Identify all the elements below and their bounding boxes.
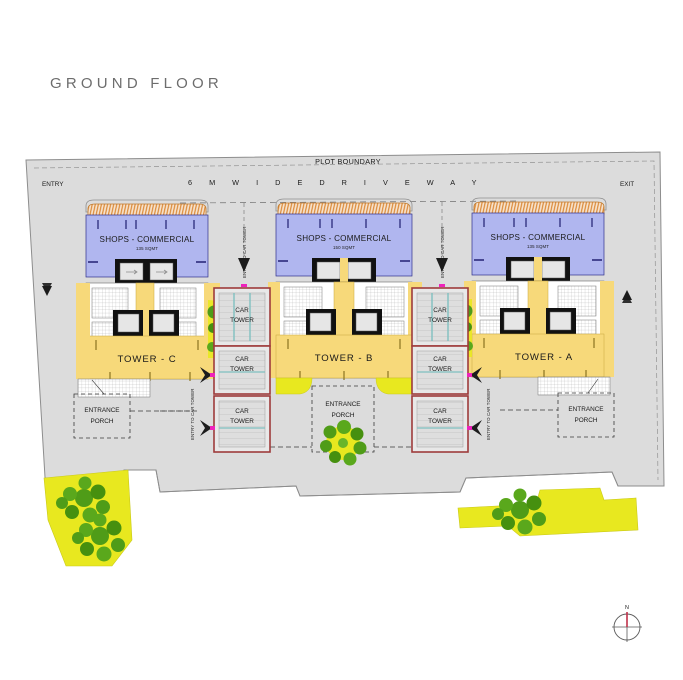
arrow-right-icon-lower-left-1 (200, 367, 212, 383)
magenta-marker-lower-left-2 (210, 426, 215, 430)
magenta-marker-top-left (241, 284, 247, 287)
block-b: SHOPS - COMMERCIAL 150 SQMT (268, 198, 422, 466)
arrow-left-icon-lower-right-2 (470, 420, 482, 436)
tree-cluster-br-1 (492, 488, 546, 535)
entry-to-car-tower-lower-right: ENTRY TO CAR TOWER (467, 367, 491, 440)
tree-cluster-bl-1 (56, 476, 110, 523)
shops-label-b: SHOPS - COMMERCIAL (297, 234, 392, 243)
tower-ground-a (471, 333, 605, 378)
center-porch-label-1: ENTRANCE (325, 401, 360, 408)
shops-label-a: SHOPS - COMMERCIAL (491, 233, 586, 242)
entry-car-tower-label-lower-right: ENTRY TO CAR TOWER (486, 388, 491, 440)
landscape-bottom-right (457, 487, 639, 537)
entry-car-tower-label-top-right: ENTRY TO CAR TOWER (440, 226, 445, 278)
lift-core-lower-c (113, 310, 179, 336)
car-tower-left-1-label-1: CAR (235, 307, 249, 314)
entry-to-car-tower-lower-left: ENTRY TO CAR TOWER (160, 367, 215, 440)
lift-core-b (312, 258, 376, 282)
porch-skirt-b-right (375, 377, 413, 395)
car-tower-right-3-label-2: TOWER (428, 418, 452, 425)
tree-cluster-bl-2 (72, 513, 125, 562)
porch-label-c-1: ENTRANCE (84, 407, 119, 414)
tower-label-c: TOWER - C (117, 354, 176, 365)
entry-label: ENTRY (42, 181, 64, 188)
entry-car-tower-label-top-left: ENTRY TO CAR TOWER (242, 226, 247, 278)
entrance-porch-a: ENTRANCE PORCH (500, 378, 615, 438)
center-porch-label-2: PORCH (331, 412, 354, 419)
canopy-hatch-c (87, 203, 207, 217)
shopfront-mullions-c (97, 220, 195, 229)
canopy-hatch-b (277, 202, 411, 216)
compass-rose: N (612, 605, 642, 642)
car-tower-right-2-label-1: CAR (433, 356, 447, 363)
car-tower-left-2-label-1: CAR (235, 356, 249, 363)
entry-to-car-tower-top-left: ENTRY TO CAR TOWER (238, 203, 250, 287)
compass-north-label: N (625, 605, 629, 611)
landscape-tree-center (320, 420, 367, 466)
tower-ground-b (275, 334, 413, 379)
magenta-marker-lower-left-1 (210, 373, 215, 377)
car-tower-right-2-label-2: TOWER (428, 366, 452, 373)
plot-boundary-label: PLOT BOUNDARY (315, 157, 381, 166)
car-tower-left-3-label-1: CAR (235, 408, 249, 415)
magenta-marker-lower-right-2 (467, 426, 472, 430)
entrance-porch-center: ENTRANCE PORCH (270, 385, 420, 453)
arrow-down-icon-top-left (238, 258, 250, 272)
landscape-bottom-left (43, 469, 133, 567)
car-tower-stack-left: CAR TOWER CAR TOWER CAR TOWER (213, 287, 271, 453)
tower-label-a: TOWER - A (515, 352, 573, 363)
page-title: GROUND FLOOR (50, 75, 223, 92)
driveway-text-band: PLOT BOUNDARY ENTRY EXIT 6 M W I D E D R… (42, 157, 634, 204)
shops-area-label-c: 135 SQMT (136, 246, 158, 251)
driveway-label: 6 M W I D E D R I V E W A Y (188, 178, 484, 187)
shops-label-c: SHOPS - COMMERCIAL (100, 235, 195, 244)
lift-core-lower-b (306, 309, 382, 335)
tower-label-b: TOWER - B (315, 353, 374, 364)
direction-arrows (42, 283, 632, 303)
shops-area-label-b: 150 SQMT (333, 245, 355, 250)
shops-area-label-a: 135 SQMT (527, 244, 549, 249)
chevron-up-icon-right-2 (622, 294, 632, 303)
tower-ground-c (85, 335, 209, 380)
car-tower-stack-right: CAR TOWER CAR TOWER CAR TOWER (411, 287, 469, 453)
driveway-centerline (179, 200, 521, 204)
arrow-left-icon-lower-right-1 (470, 367, 482, 383)
car-tower-right-3-label-1: CAR (433, 408, 447, 415)
car-tower-right-1-label-1: CAR (433, 307, 447, 314)
lift-core-lower-a (500, 308, 576, 334)
car-tower-left-1-label-2: TOWER (230, 317, 254, 324)
block-c: SHOPS - COMMERCIAL 135 SQMT (73, 199, 233, 439)
arrow-down-icon-top-right (436, 258, 448, 272)
entry-to-car-tower-top-right: ENTRY TO CAR TOWER (436, 202, 448, 287)
car-tower-left-3-label-2: TOWER (230, 418, 254, 425)
plinth-grid-a (537, 376, 611, 396)
arrow-right-icon-lower-left-2 (200, 420, 212, 436)
canopy-hatch-a (473, 201, 605, 215)
magenta-marker-top-right (439, 284, 445, 287)
porch-label-a-2: PORCH (574, 417, 597, 424)
porch-label-c-2: PORCH (90, 418, 113, 425)
porch-label-a-1: ENTRANCE (568, 406, 603, 413)
entry-car-tower-label-lower-left: ENTRY TO CAR TOWER (190, 388, 195, 440)
exit-label: EXIT (620, 181, 634, 188)
chevron-down-icon-left-2 (42, 283, 52, 292)
lift-core-c (115, 259, 177, 283)
porch-skirt-b-left (275, 377, 313, 395)
shopfront-mullions-a (483, 218, 593, 227)
car-tower-right-1-label-2: TOWER (428, 317, 452, 324)
plinth-grid-c (77, 378, 151, 398)
magenta-marker-lower-right-1 (467, 373, 472, 377)
lift-core-a (506, 257, 570, 281)
shopfront-mullions-b (287, 219, 401, 228)
car-tower-left-2-label-2: TOWER (230, 366, 254, 373)
